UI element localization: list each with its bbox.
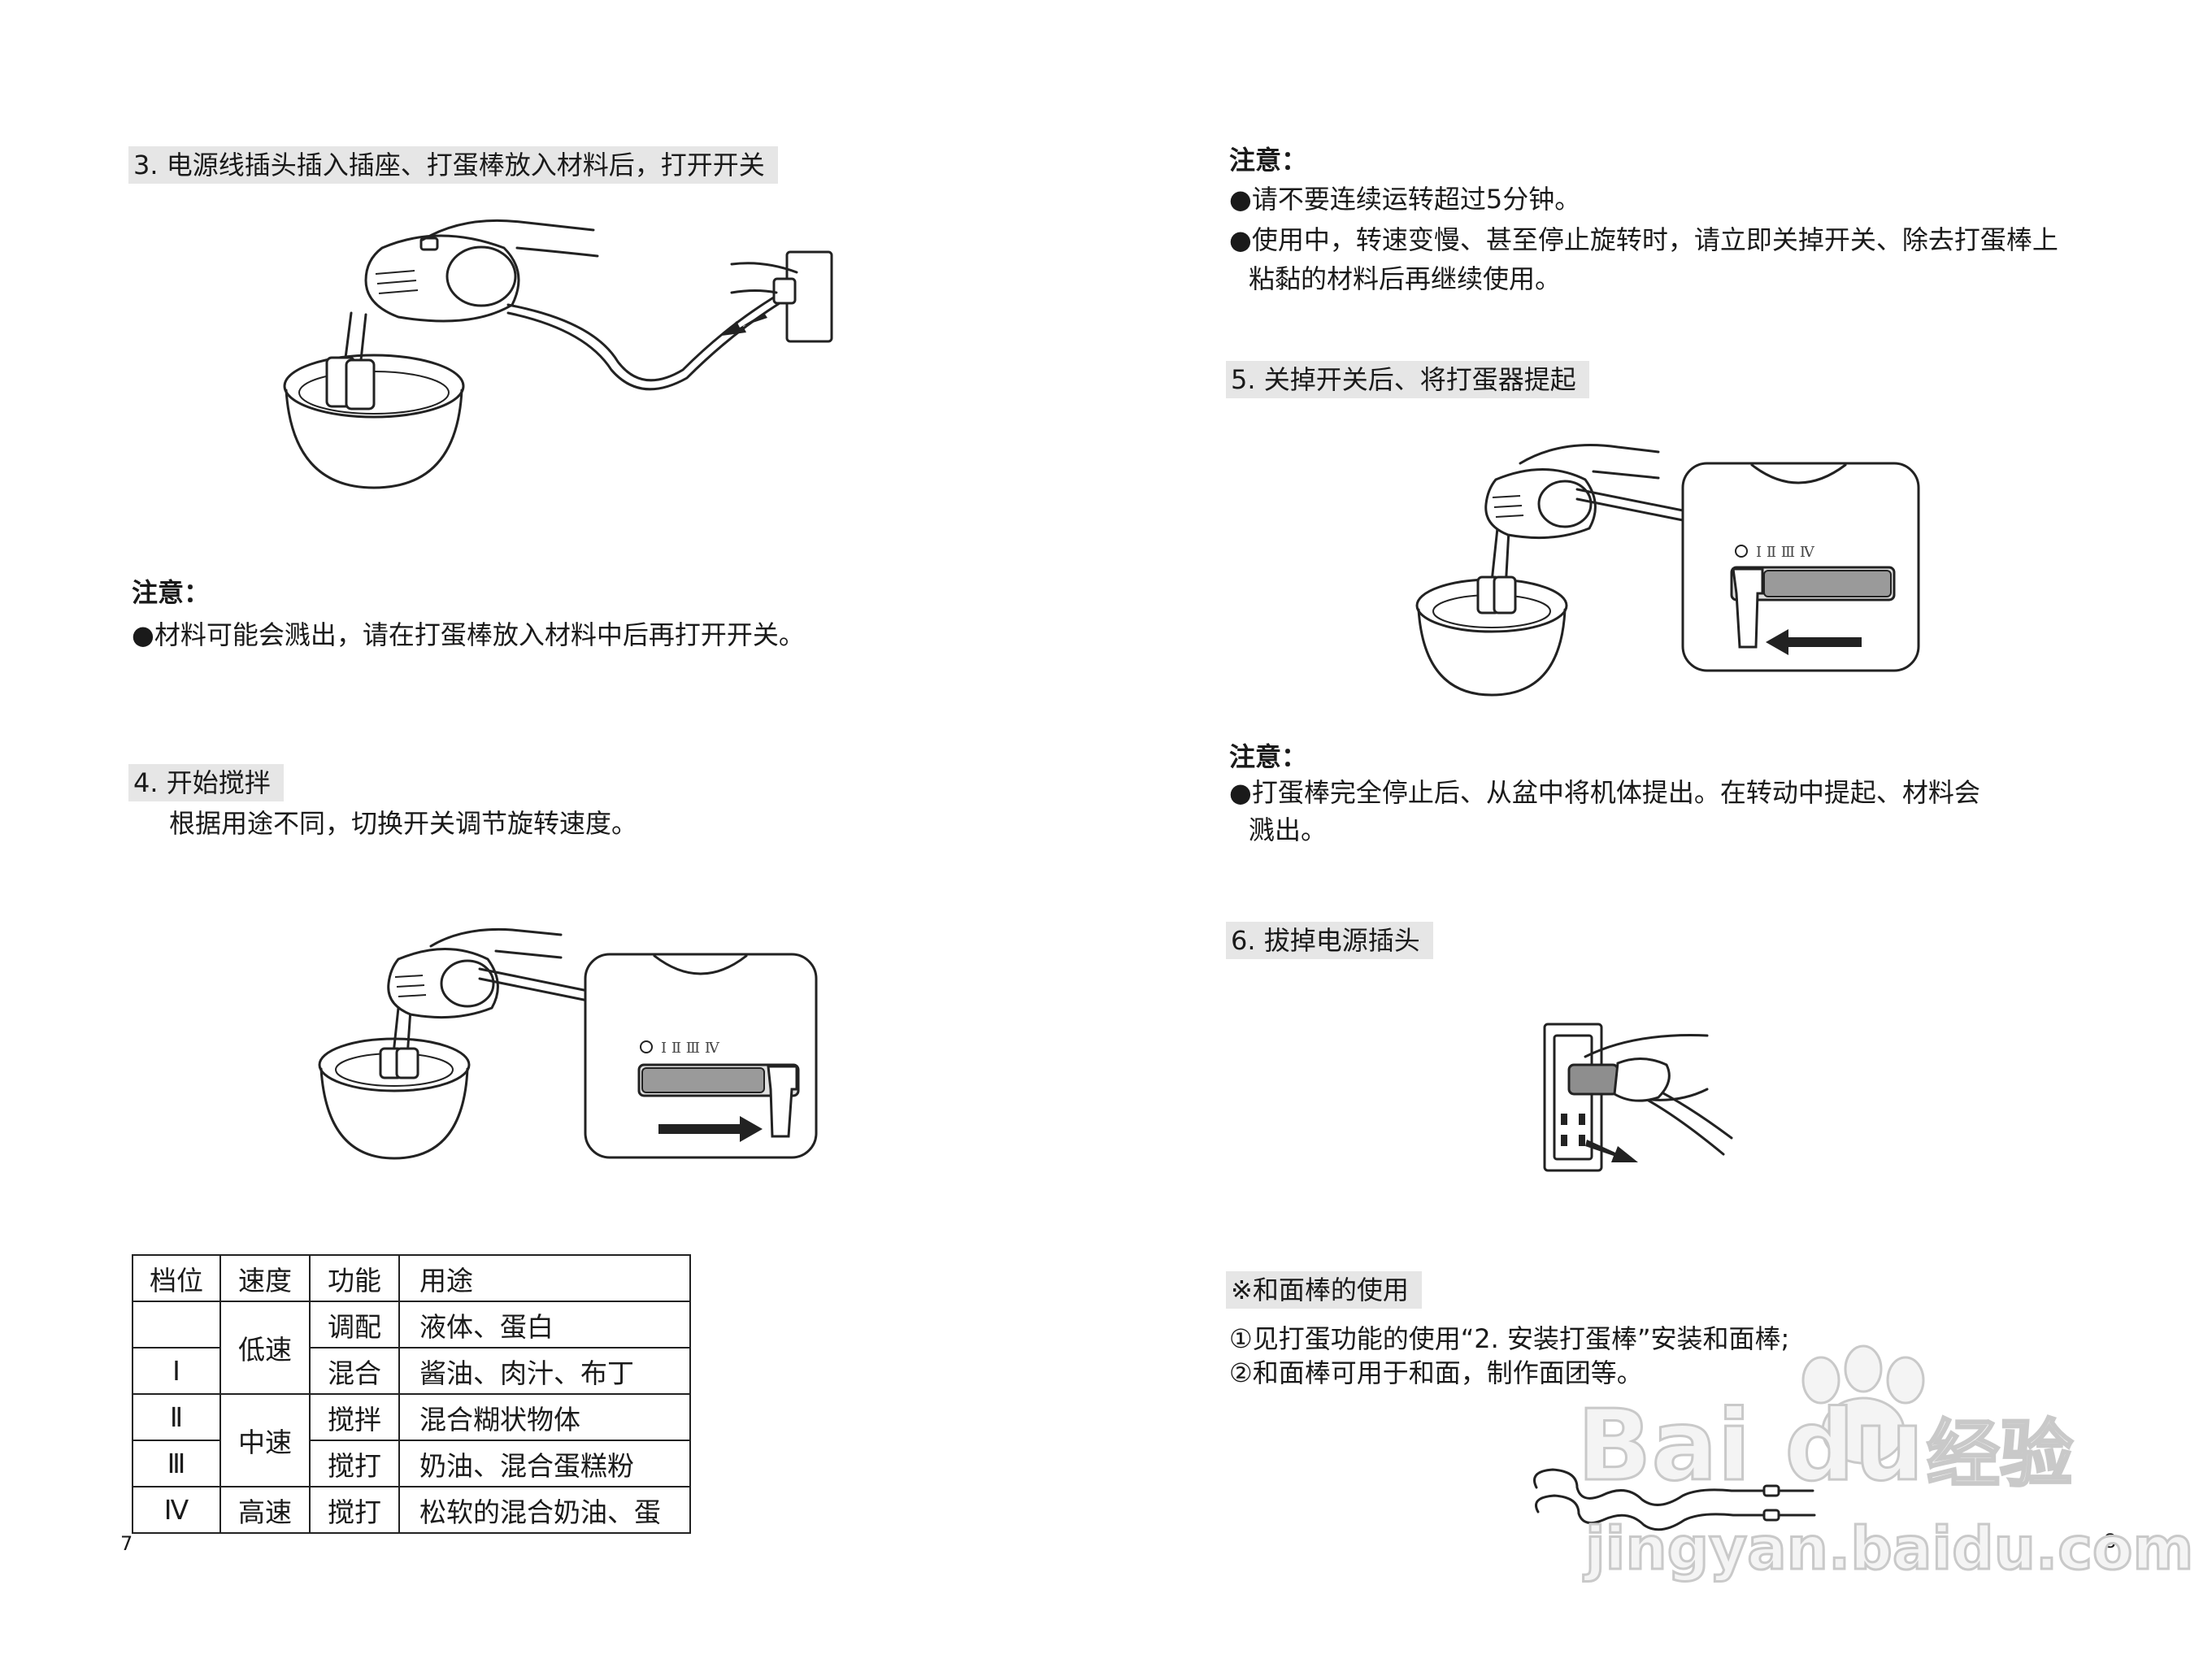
dough-heading: ※和面棒的使用 — [1226, 1271, 1422, 1309]
table-header-speed: 速度 — [219, 1254, 311, 1302]
step3-note-1: ●材料可能会溅出，请在打蛋棒放入材料中后再打开开关。 — [132, 619, 805, 650]
table-header-function: 功能 — [309, 1254, 400, 1302]
table-cell-use: 液体、蛋白 — [398, 1301, 691, 1348]
step3-heading: 3. 电源线插头插入插座、打蛋棒放入材料后，打开开关 — [128, 146, 778, 184]
table-cell-function: 搅拌 — [309, 1393, 400, 1441]
dough-line-1: ①见打蛋功能的使用“2. 安装打蛋棒”安装和面棒; — [1229, 1323, 1790, 1354]
table-cell-gear — [132, 1301, 221, 1348]
table-cell-use: 混合糊状物体 — [398, 1393, 691, 1441]
mixer-switch-on-illustration: Ⅰ Ⅱ Ⅲ Ⅳ — [318, 927, 818, 1160]
table-cell-gear: Ⅰ — [132, 1347, 221, 1395]
top-note-title: 注意： — [1229, 145, 1308, 176]
step4-switch-marks: Ⅰ Ⅱ Ⅲ Ⅳ — [661, 1040, 720, 1057]
table-cell-function: 混合 — [309, 1347, 400, 1395]
table-row: 低速 调配 液体、蛋白 — [132, 1301, 691, 1395]
step6-heading: 6. 拔掉电源插头 — [1226, 922, 1433, 959]
svg-text:jingyan.baidu.com: jingyan.baidu.com — [1583, 1514, 2193, 1583]
step3-note-title: 注意： — [132, 577, 211, 608]
step5-note-2: 溅出。 — [1249, 814, 1328, 845]
table-row: Ⅱ 中速 搅拌 混合糊状物体 — [132, 1393, 691, 1487]
table-cell-speed-low: 低速 — [219, 1301, 311, 1395]
step4-heading: 4. 开始搅拌 — [128, 764, 284, 801]
step5-heading: 5. 关掉开关后、将打蛋器提起 — [1226, 361, 1589, 398]
svg-text:Bai du: Bai du — [1577, 1390, 1924, 1503]
table-cell-use: 酱油、肉汁、布丁 — [398, 1347, 691, 1395]
table-row: Ⅲ 搅打 奶油、混合蛋糕粉 — [132, 1440, 691, 1487]
table-row: Ⅳ 高速 搅打 松软的混合奶油、蛋 — [132, 1486, 691, 1534]
table-cell-use: 松软的混合奶油、蛋 — [398, 1486, 691, 1534]
table-cell-gear: Ⅲ — [132, 1440, 221, 1487]
unplug-illustration — [1543, 1023, 1733, 1172]
table-header-row: 档位 速度 功能 用途 — [132, 1254, 691, 1302]
table-cell-gear: Ⅱ — [132, 1393, 221, 1441]
step4-desc: 根据用途不同，切换开关调节旋转速度。 — [169, 808, 638, 839]
dough-hooks-illustration — [1533, 1468, 1816, 1531]
top-note-line-3: 粘黏的材料后再继续使用。 — [1249, 263, 1562, 294]
table-cell-speed-high: 高速 — [219, 1486, 311, 1534]
top-note-line-1: ●请不要连续运转超过5分钟。 — [1229, 184, 1581, 215]
table-cell-use: 奶油、混合蛋糕粉 — [398, 1440, 691, 1487]
step5-note-1: ●打蛋棒完全停止后、从盆中将机体提出。在转动中提起、材料会 — [1229, 777, 1980, 808]
table-cell-function: 搅打 — [309, 1440, 400, 1487]
table-header-gear: 档位 — [132, 1254, 221, 1302]
step5-switch-marks: Ⅰ Ⅱ Ⅲ Ⅳ — [1756, 544, 1815, 561]
page-number-left: 7 — [120, 1532, 133, 1555]
table-cell-gear: Ⅳ — [132, 1486, 221, 1534]
table-cell-function: 搅打 — [309, 1486, 400, 1534]
table-cell-function: 调配 — [309, 1301, 400, 1348]
mixer-plug-in-illustration — [283, 219, 833, 489]
baidu-watermark-logo: Bai du 经验 jingyan.baidu.com — [1576, 1344, 2195, 1584]
speed-table: 档位 速度 功能 用途 低速 调配 液体、蛋白 Ⅰ 混合 酱油、肉汁、布丁 Ⅱ … — [132, 1254, 691, 1534]
table-cell-speed-mid: 中速 — [219, 1393, 311, 1487]
table-header-use: 用途 — [398, 1254, 691, 1302]
dough-line-2: ②和面棒可用于和面，制作面团等。 — [1229, 1357, 1643, 1388]
table-row: Ⅰ 混合 酱油、肉汁、布丁 — [132, 1347, 691, 1395]
top-note-line-2: ●使用中，转速变慢、甚至停止旋转时，请立即关掉开关、除去打蛋棒上 — [1229, 224, 2058, 255]
mixer-switch-off-illustration: Ⅰ Ⅱ Ⅲ Ⅳ — [1415, 444, 1920, 697]
page-number-right: 8 — [2104, 1530, 2117, 1553]
svg-text:经验: 经验 — [1927, 1412, 2073, 1497]
step5-note-title: 注意： — [1229, 741, 1308, 772]
